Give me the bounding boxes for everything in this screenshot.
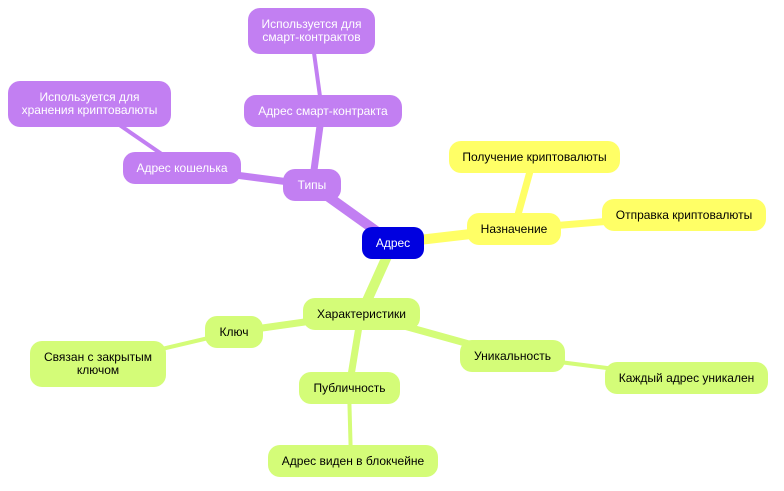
node-uniqueness: Уникальность xyxy=(460,340,565,372)
node-wallet-address: Адрес кошелька xyxy=(123,152,241,184)
node-publicity: Публичность xyxy=(299,372,400,404)
node-features: Характеристики xyxy=(303,298,420,330)
node-uniqueness-note: Каждый адрес уникален xyxy=(605,362,768,394)
node-types: Типы xyxy=(283,169,341,201)
root-node-address: Адрес xyxy=(362,227,424,259)
node-purpose: Назначение xyxy=(467,213,561,245)
node-key-note: Связан с закрытым ключом xyxy=(30,341,166,387)
node-key: Ключ xyxy=(205,316,263,348)
node-contract-address: Адрес смарт-контракта xyxy=(244,95,402,127)
node-publicity-note: Адрес виден в блокчейне xyxy=(268,445,438,477)
node-send-crypto: Отправка криптовалюты xyxy=(602,199,766,231)
node-wallet-note: Используется для хранения криптовалюты xyxy=(8,81,171,127)
node-contract-note: Используется для смарт-контрактов xyxy=(248,8,375,54)
node-receive-crypto: Получение криптовалюты xyxy=(449,141,620,173)
